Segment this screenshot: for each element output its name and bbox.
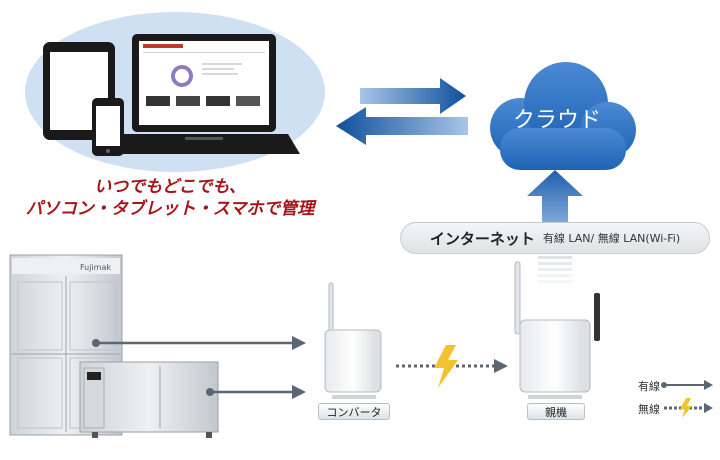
- tagline-line-1: いつでもどこでも、: [94, 177, 246, 197]
- svg-text:Fujimak: Fujimak: [80, 263, 111, 272]
- tagline-line-2: パソコン・タブレット・スマホで管理: [25, 199, 315, 219]
- wired-link-fridge-2: [206, 385, 306, 399]
- legend-wireless-label: 無線: [638, 403, 660, 416]
- converter-label: コンバータ: [318, 403, 390, 420]
- smartphone-icon: [92, 98, 124, 156]
- legend-wired-line: [661, 380, 713, 390]
- legend-wired-label: 有線: [638, 380, 660, 393]
- laptop-icon: [108, 34, 300, 154]
- internet-sub-label: 有線 LAN/ 無線 LAN(Wi-Fi): [542, 232, 681, 245]
- wireless-link: [396, 345, 508, 388]
- cloud-icon: [490, 62, 636, 170]
- cloud-label: クラウド: [512, 108, 601, 133]
- sync-arrow-right: [360, 78, 466, 114]
- internet-uplink-arrow: [527, 170, 583, 283]
- internet-bar: インターネット 有線 LAN/ 無線 LAN(Wi-Fi): [400, 222, 710, 254]
- undercounter-refrigerator-icon: [79, 361, 219, 438]
- sync-arrow-left: [336, 107, 468, 145]
- base-unit-icon: [514, 261, 600, 399]
- converter-icon: [324, 282, 382, 399]
- internet-label: インターネット: [429, 229, 535, 248]
- wired-link-fridge-1: [92, 336, 306, 350]
- base-unit-label: 親機: [527, 403, 585, 420]
- legend-wireless-line: [664, 398, 713, 418]
